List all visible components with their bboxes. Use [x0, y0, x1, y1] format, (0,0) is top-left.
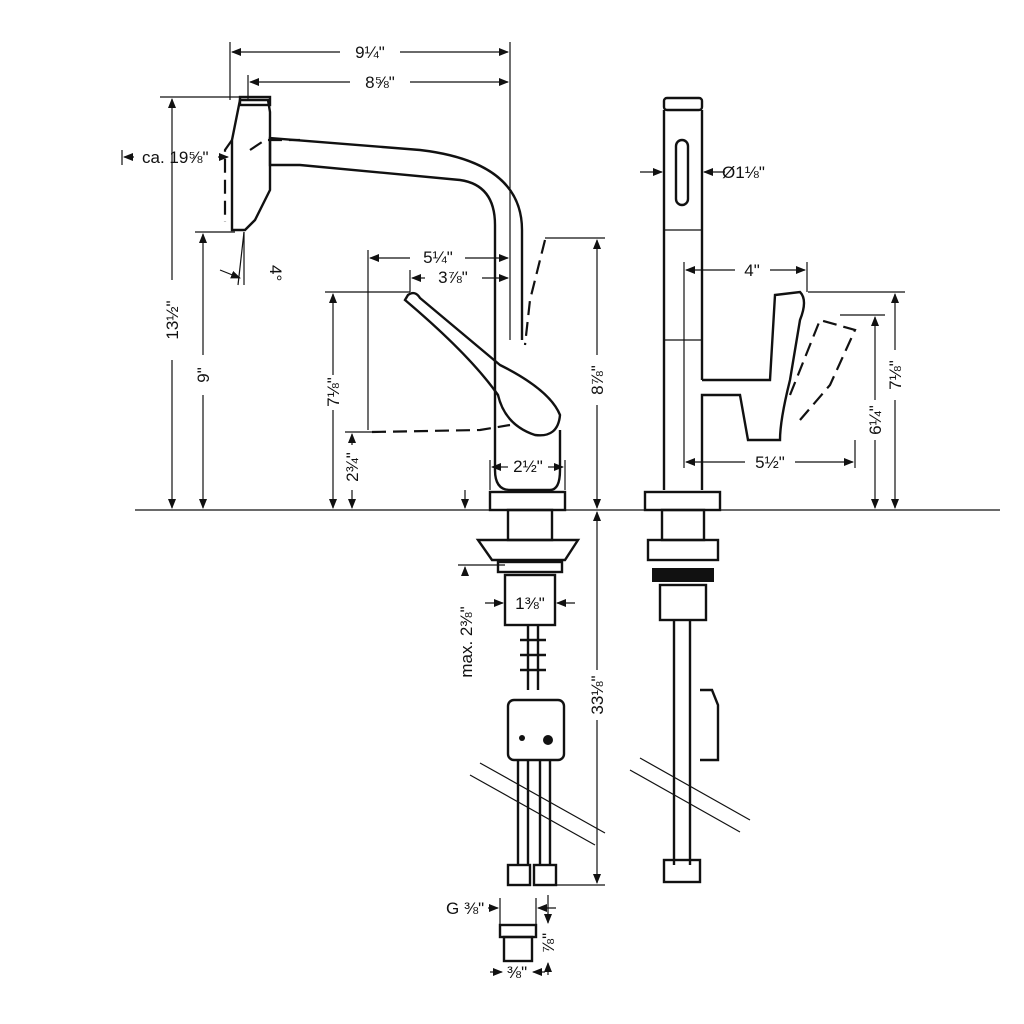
lever-handle [403, 291, 562, 437]
label-side-handle-height-low: 6¼" [866, 405, 885, 435]
label-hose-length: 33⅛" [588, 675, 607, 714]
hose-connector-right [532, 863, 558, 887]
thread-fitting-body [502, 935, 534, 963]
side-lever-ghost [788, 318, 857, 421]
spray-button [674, 138, 690, 207]
hose-weight [506, 698, 566, 762]
label-base-diameter: 2½" [513, 457, 543, 476]
dimension-labels: 9¼" 8⅝" ca. 19⅝" 13½" 9" 4° 5¼" 3⅞" 7⅛" … [142, 43, 905, 982]
shank-nut [503, 573, 557, 627]
label-handle-offset: 3⅞" [438, 268, 468, 287]
spray-head [230, 98, 272, 232]
side-connectors [662, 858, 702, 884]
label-overall-height: 13½" [163, 300, 182, 339]
handle-lowered-ghost [371, 423, 511, 434]
label-handle-top-height: 8⅞" [588, 365, 607, 395]
label-shank-diameter: 1⅜" [515, 594, 545, 613]
label-spout-reach: 8⅝" [365, 73, 395, 92]
label-overall-width: 9¼" [355, 43, 385, 62]
label-side-handle-reach: 5½" [755, 453, 785, 472]
side-view [629, 96, 857, 884]
base-plate [488, 490, 567, 512]
spray-head-ghost [223, 139, 233, 222]
label-spout-height: 9" [194, 367, 213, 383]
spray-head-cap [238, 95, 272, 107]
side-base-plate [643, 490, 722, 512]
hose-connector-left [506, 863, 532, 887]
label-connector-width: ⅜" [507, 963, 527, 982]
side-hose-weight [700, 688, 720, 762]
label-handle-raised-height: 7⅛" [324, 377, 343, 407]
label-max-deck-thickness: max. 2⅜" [457, 606, 476, 677]
side-spray-cap [662, 96, 704, 112]
side-lever-handle [700, 290, 806, 490]
thread-fitting-top [498, 923, 538, 939]
side-spout-column [662, 110, 704, 490]
faucet-body [493, 340, 562, 492]
label-connection-thread: G ⅜" [446, 899, 484, 918]
front-view [135, 95, 1000, 963]
spout-outline [268, 136, 524, 340]
label-side-handle-height-high: 7⅛" [886, 360, 905, 390]
label-spray-head-diameter: Ø1⅛" [722, 163, 765, 182]
label-spray-angle: 4° [266, 265, 285, 281]
mounting-plate [475, 538, 581, 562]
label-handle-rest-height: 2¾" [343, 452, 362, 482]
handle-raised-ghost [523, 239, 547, 346]
side-nut [652, 568, 714, 582]
label-connector-height: ⅞" [539, 933, 558, 953]
label-pullout-extension: ca. 19⅝" [142, 148, 209, 167]
label-side-handle-depth: 4" [744, 261, 760, 280]
dimension-lines [121, 42, 905, 976]
side-mounting-plate [646, 538, 720, 562]
label-handle-swing-radius: 5¼" [423, 248, 453, 267]
